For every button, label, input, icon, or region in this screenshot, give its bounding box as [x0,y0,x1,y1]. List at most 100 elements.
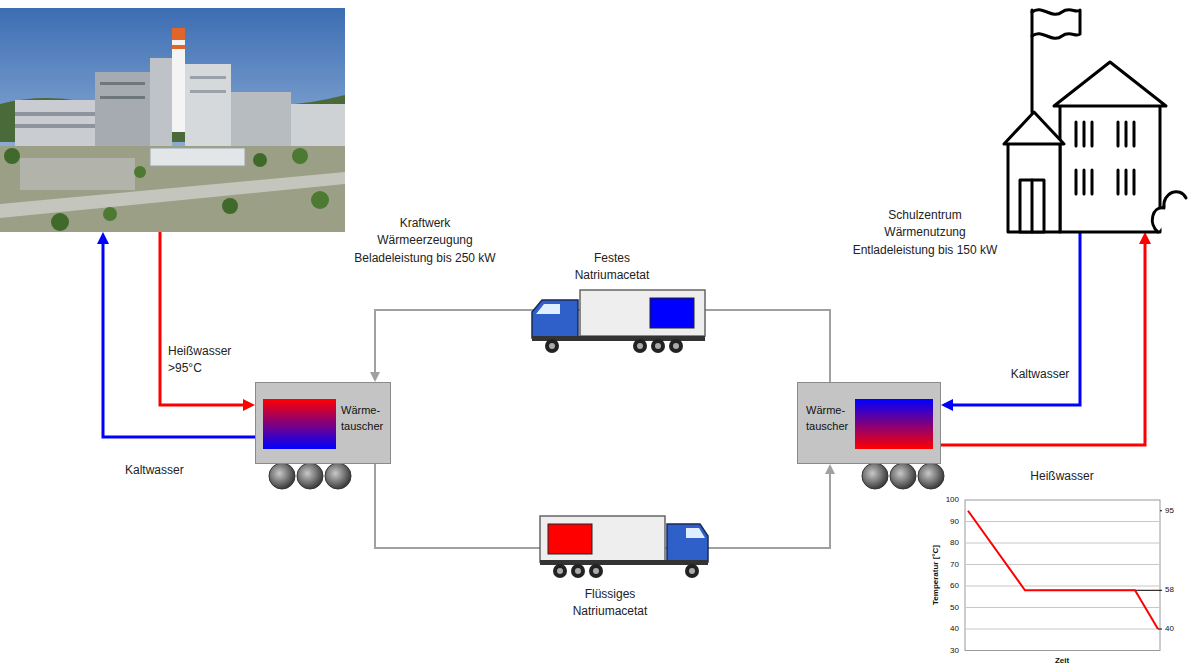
label-anchor: 50 [950,603,959,613]
parking-lot [20,158,135,190]
trailer [580,290,705,336]
wheel [589,564,603,578]
tree [222,198,238,214]
wheel [571,564,585,578]
school-drawing [1004,10,1186,232]
hot-water-pipe [160,232,249,405]
label-anchor: 80 [950,538,959,548]
wheel [553,564,567,578]
wheel [269,463,295,489]
cab-window [686,528,705,538]
edge-label: Kaltwasser [125,462,184,479]
cargo [548,524,592,554]
label-anchor: 58 [1165,586,1174,596]
chassis [540,560,708,565]
exchanger-wheels [269,463,944,489]
tree [253,153,267,167]
main-building [1060,102,1160,232]
school-node: Schulzentrum Wärmenutzung Entladeleistun… [1000,5,1188,232]
plot-area [965,500,1160,651]
tick-label: 60 [950,581,959,591]
label-anchor: Festes Natriumacetat [566,250,658,285]
tree [292,148,308,164]
tree [134,166,146,178]
grid-line [965,564,1160,565]
label-anchor: 95 [1165,506,1174,516]
wheel [918,463,944,489]
window-band [190,76,226,79]
cold-water-pipe [947,232,1080,405]
cab [667,524,708,562]
edge-label: Heißwasser [1030,468,1093,485]
tick [1158,629,1162,630]
label-anchor: 40 [1165,624,1174,634]
hot-water-pipe [941,238,1145,445]
label-anchor: 60 [950,581,959,591]
side-wing [1008,142,1060,232]
edge-label: Festes Natriumacetat [566,250,658,285]
building [150,58,172,148]
label-anchor: Flüssiges Natriumacetat [564,586,656,621]
tick-label: 80 [950,538,959,548]
hub [655,343,661,349]
grid-line [965,607,1160,608]
power-plant-photo [0,8,345,232]
value-label: 40 [1165,624,1174,634]
label-anchor: Zeit [1055,656,1069,666]
windows [1076,122,1134,194]
tick-label: 50 [950,603,959,613]
roof [1004,112,1064,144]
grid-line [965,543,1160,544]
window-band [190,90,226,93]
hub [549,343,555,349]
grid-line [965,586,1160,587]
tree [311,191,329,209]
hub [689,568,695,574]
cargo [650,298,694,328]
building [291,104,345,148]
edge-label: Heißwasser >95°C [168,343,240,378]
cab-window [536,304,560,314]
edge-label: Flüssiges Natriumacetat [564,586,656,621]
window-band [15,112,95,116]
tick-label: 90 [950,517,959,527]
chimney-band [172,45,185,49]
building [231,92,291,148]
flag [1032,10,1080,39]
edge-label: Kaltwasser [1011,366,1070,383]
wheel [669,339,683,353]
hub [673,343,679,349]
door-line [1031,180,1034,232]
temperature-curve [968,511,1158,629]
window-band [100,82,145,85]
chimney [172,28,185,132]
heat-exchanger-box: Wärme- tauscher [797,382,941,464]
grid-line [965,521,1160,522]
label-anchor: Temperatur [°C] [931,545,941,605]
label-anchor: Heißwasser [1030,468,1093,485]
wheel [862,463,888,489]
exchanger-label: Wärme- tauscher [806,403,848,435]
wheel [651,339,665,353]
axis-title: Temperatur [°C] [931,545,941,605]
building [15,100,95,146]
cold-water-pipe [103,238,255,437]
hub [593,568,599,574]
label-anchor: 100 [946,495,959,505]
truck-solid [532,290,705,353]
heat-gradient [855,399,933,449]
school-heading: Schulzentrum Wärmenutzung Entladeleistun… [850,207,1000,259]
flag-pole [1031,10,1034,112]
window-band [15,124,95,128]
exchanger-label: Wärme- tauscher [341,403,383,435]
hub [575,568,581,574]
value-ticks [1040,511,1162,629]
trailer [540,516,665,562]
door [1020,180,1044,232]
wheel [890,463,916,489]
hub [557,568,563,574]
power-plant-node: Kraftwerk Wärmeerzeugung Beladeleistung … [0,8,345,232]
